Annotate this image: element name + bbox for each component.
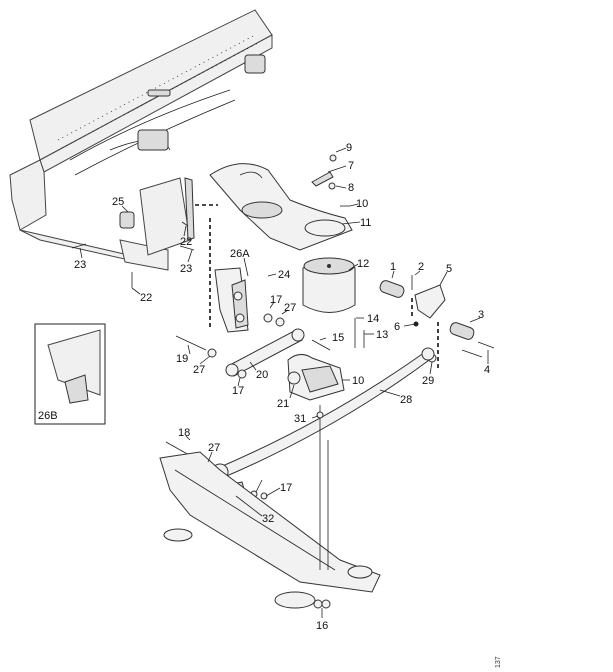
- callout-1: 1: [390, 261, 396, 273]
- callout-24: 24: [278, 269, 290, 281]
- axle-bracket-21: [287, 354, 345, 401]
- callout-2: 2: [418, 261, 424, 273]
- callout-14: 14: [367, 313, 379, 325]
- document-id: 137: [495, 656, 502, 668]
- callout-6: 6: [394, 321, 400, 333]
- callout-26a: 26A: [230, 248, 250, 260]
- bracket-26a: [214, 267, 249, 333]
- alignment-lines: [195, 204, 439, 370]
- callout-9: 9: [346, 142, 352, 154]
- callout-27-bottom: 27: [208, 442, 220, 454]
- margin-strip: [500, 0, 613, 672]
- bolts-22-23: [71, 221, 195, 288]
- callout-22-top: 22: [180, 236, 192, 248]
- callout-8: 8: [348, 182, 354, 194]
- callout-32: 32: [262, 513, 274, 525]
- callout-labels: 9 7 8 10 11 12 1 2 5 3 4 6 14 13 15 10 2…: [38, 142, 490, 632]
- callout-17-top: 17: [270, 294, 282, 306]
- leaf-spring-28: [211, 347, 435, 481]
- callout-7: 7: [348, 160, 354, 172]
- air-spring-12: [302, 257, 356, 313]
- callout-25: 25: [112, 196, 124, 208]
- callout-28: 28: [400, 394, 412, 406]
- leader-lines: [79, 147, 489, 618]
- callout-27-top: 27: [284, 302, 296, 314]
- callout-15: 15: [332, 332, 344, 344]
- callout-18: 18: [178, 427, 190, 439]
- link-rod-20: [175, 313, 365, 379]
- callout-23-right: 23: [180, 263, 192, 275]
- callout-21: 21: [277, 398, 289, 410]
- callout-5: 5: [446, 263, 452, 275]
- chassis-frame-rail: [9, 9, 273, 271]
- callout-10-bottom: 10: [352, 375, 364, 387]
- callout-12: 12: [357, 258, 369, 270]
- callout-10-top: 10: [356, 198, 368, 210]
- small-parts-7-10: [311, 154, 350, 207]
- callout-13: 13: [376, 329, 388, 341]
- callout-29: 29: [422, 375, 434, 387]
- callout-4: 4: [484, 364, 490, 376]
- shackle-parts-1-6: [379, 275, 495, 363]
- inset-26b: [34, 323, 106, 425]
- callout-19: 19: [176, 353, 188, 365]
- callout-31: 31: [294, 413, 306, 425]
- callout-11: 11: [360, 217, 371, 229]
- air-spring-bracket-11: [209, 163, 353, 251]
- callout-23-left: 23: [74, 259, 86, 271]
- callout-3: 3: [478, 309, 484, 321]
- bracket-25: [119, 211, 135, 229]
- callout-22-bottom: 22: [140, 292, 152, 304]
- callout-26b: 26B: [38, 410, 58, 422]
- front-axle: [159, 440, 381, 609]
- callout-27-mid: 27: [193, 364, 205, 376]
- callout-17-mid: 17: [232, 385, 244, 397]
- callout-16: 16: [316, 620, 328, 632]
- callout-20: 20: [256, 369, 268, 381]
- bolt-31: [316, 405, 324, 440]
- callout-17-bottom: 17: [280, 482, 292, 494]
